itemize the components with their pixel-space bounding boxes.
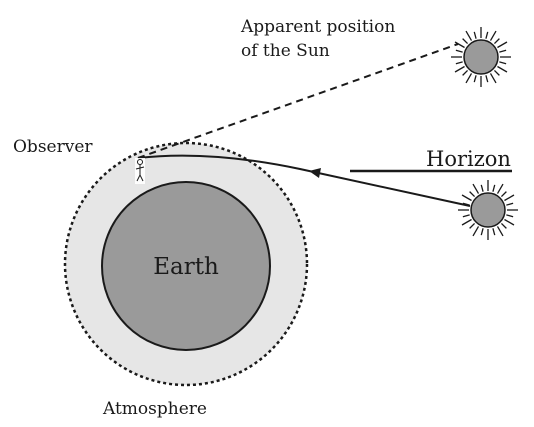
sun-ray: [469, 222, 476, 229]
sun-ray: [497, 65, 508, 73]
observer-figure-icon: [135, 158, 145, 184]
sun-ray: [480, 184, 484, 192]
sun-ray: [465, 73, 473, 84]
sun-ray: [454, 65, 465, 73]
sun-ray: [462, 69, 469, 76]
sun-ray: [473, 31, 477, 39]
sun-ray: [485, 31, 489, 39]
sun-icon: [458, 180, 518, 240]
sun-ray: [492, 228, 496, 236]
sun-ray: [461, 218, 472, 226]
earth-label: Earth: [153, 254, 219, 280]
sun-ray: [499, 49, 507, 53]
sun-ray: [496, 226, 504, 237]
sun-disk: [463, 39, 499, 75]
earth: [101, 181, 271, 351]
sun-ray: [462, 214, 470, 218]
sun-ray: [506, 214, 514, 218]
sun-ray: [504, 218, 515, 226]
sun-ray: [489, 73, 497, 84]
sun-ray: [493, 38, 500, 45]
sun-ray: [455, 61, 463, 65]
sun-ray: [462, 202, 470, 206]
sun-ray: [455, 49, 463, 53]
sun-ray: [492, 184, 496, 192]
sun-ray: [454, 41, 465, 49]
sun-ray: [461, 194, 472, 202]
sun-ray: [497, 41, 508, 49]
sun-ray: [493, 69, 500, 76]
observer-label: Observer: [13, 137, 93, 157]
sun-ray: [489, 30, 497, 41]
apparent-sightline: [137, 43, 459, 159]
sun-ray: [469, 191, 476, 198]
sun-ray: [472, 183, 480, 194]
sun-ray: [465, 30, 473, 41]
sun-ray: [499, 61, 507, 65]
apparent-position-label-line2: of the Sun: [241, 41, 330, 61]
sun-ray: [472, 226, 480, 237]
horizon-label: Horizon: [426, 147, 511, 171]
sun-ray: [462, 38, 469, 45]
sun-ray: [504, 194, 515, 202]
sun-ray: [473, 75, 477, 83]
atmosphere-label: Atmosphere: [102, 399, 207, 419]
sun-ray: [500, 222, 507, 229]
sun-ray: [485, 75, 489, 83]
sun-ray: [506, 202, 514, 206]
arrowhead-icon: [309, 168, 321, 178]
sun-ray: [500, 191, 507, 198]
apparent-position-label-line1: Apparent position: [240, 17, 395, 37]
sun-icon: [451, 27, 511, 87]
sun-ray: [480, 228, 484, 236]
sun-disk: [470, 192, 506, 228]
refracted-light-ray: [137, 154, 471, 207]
sun-ray: [496, 183, 504, 194]
